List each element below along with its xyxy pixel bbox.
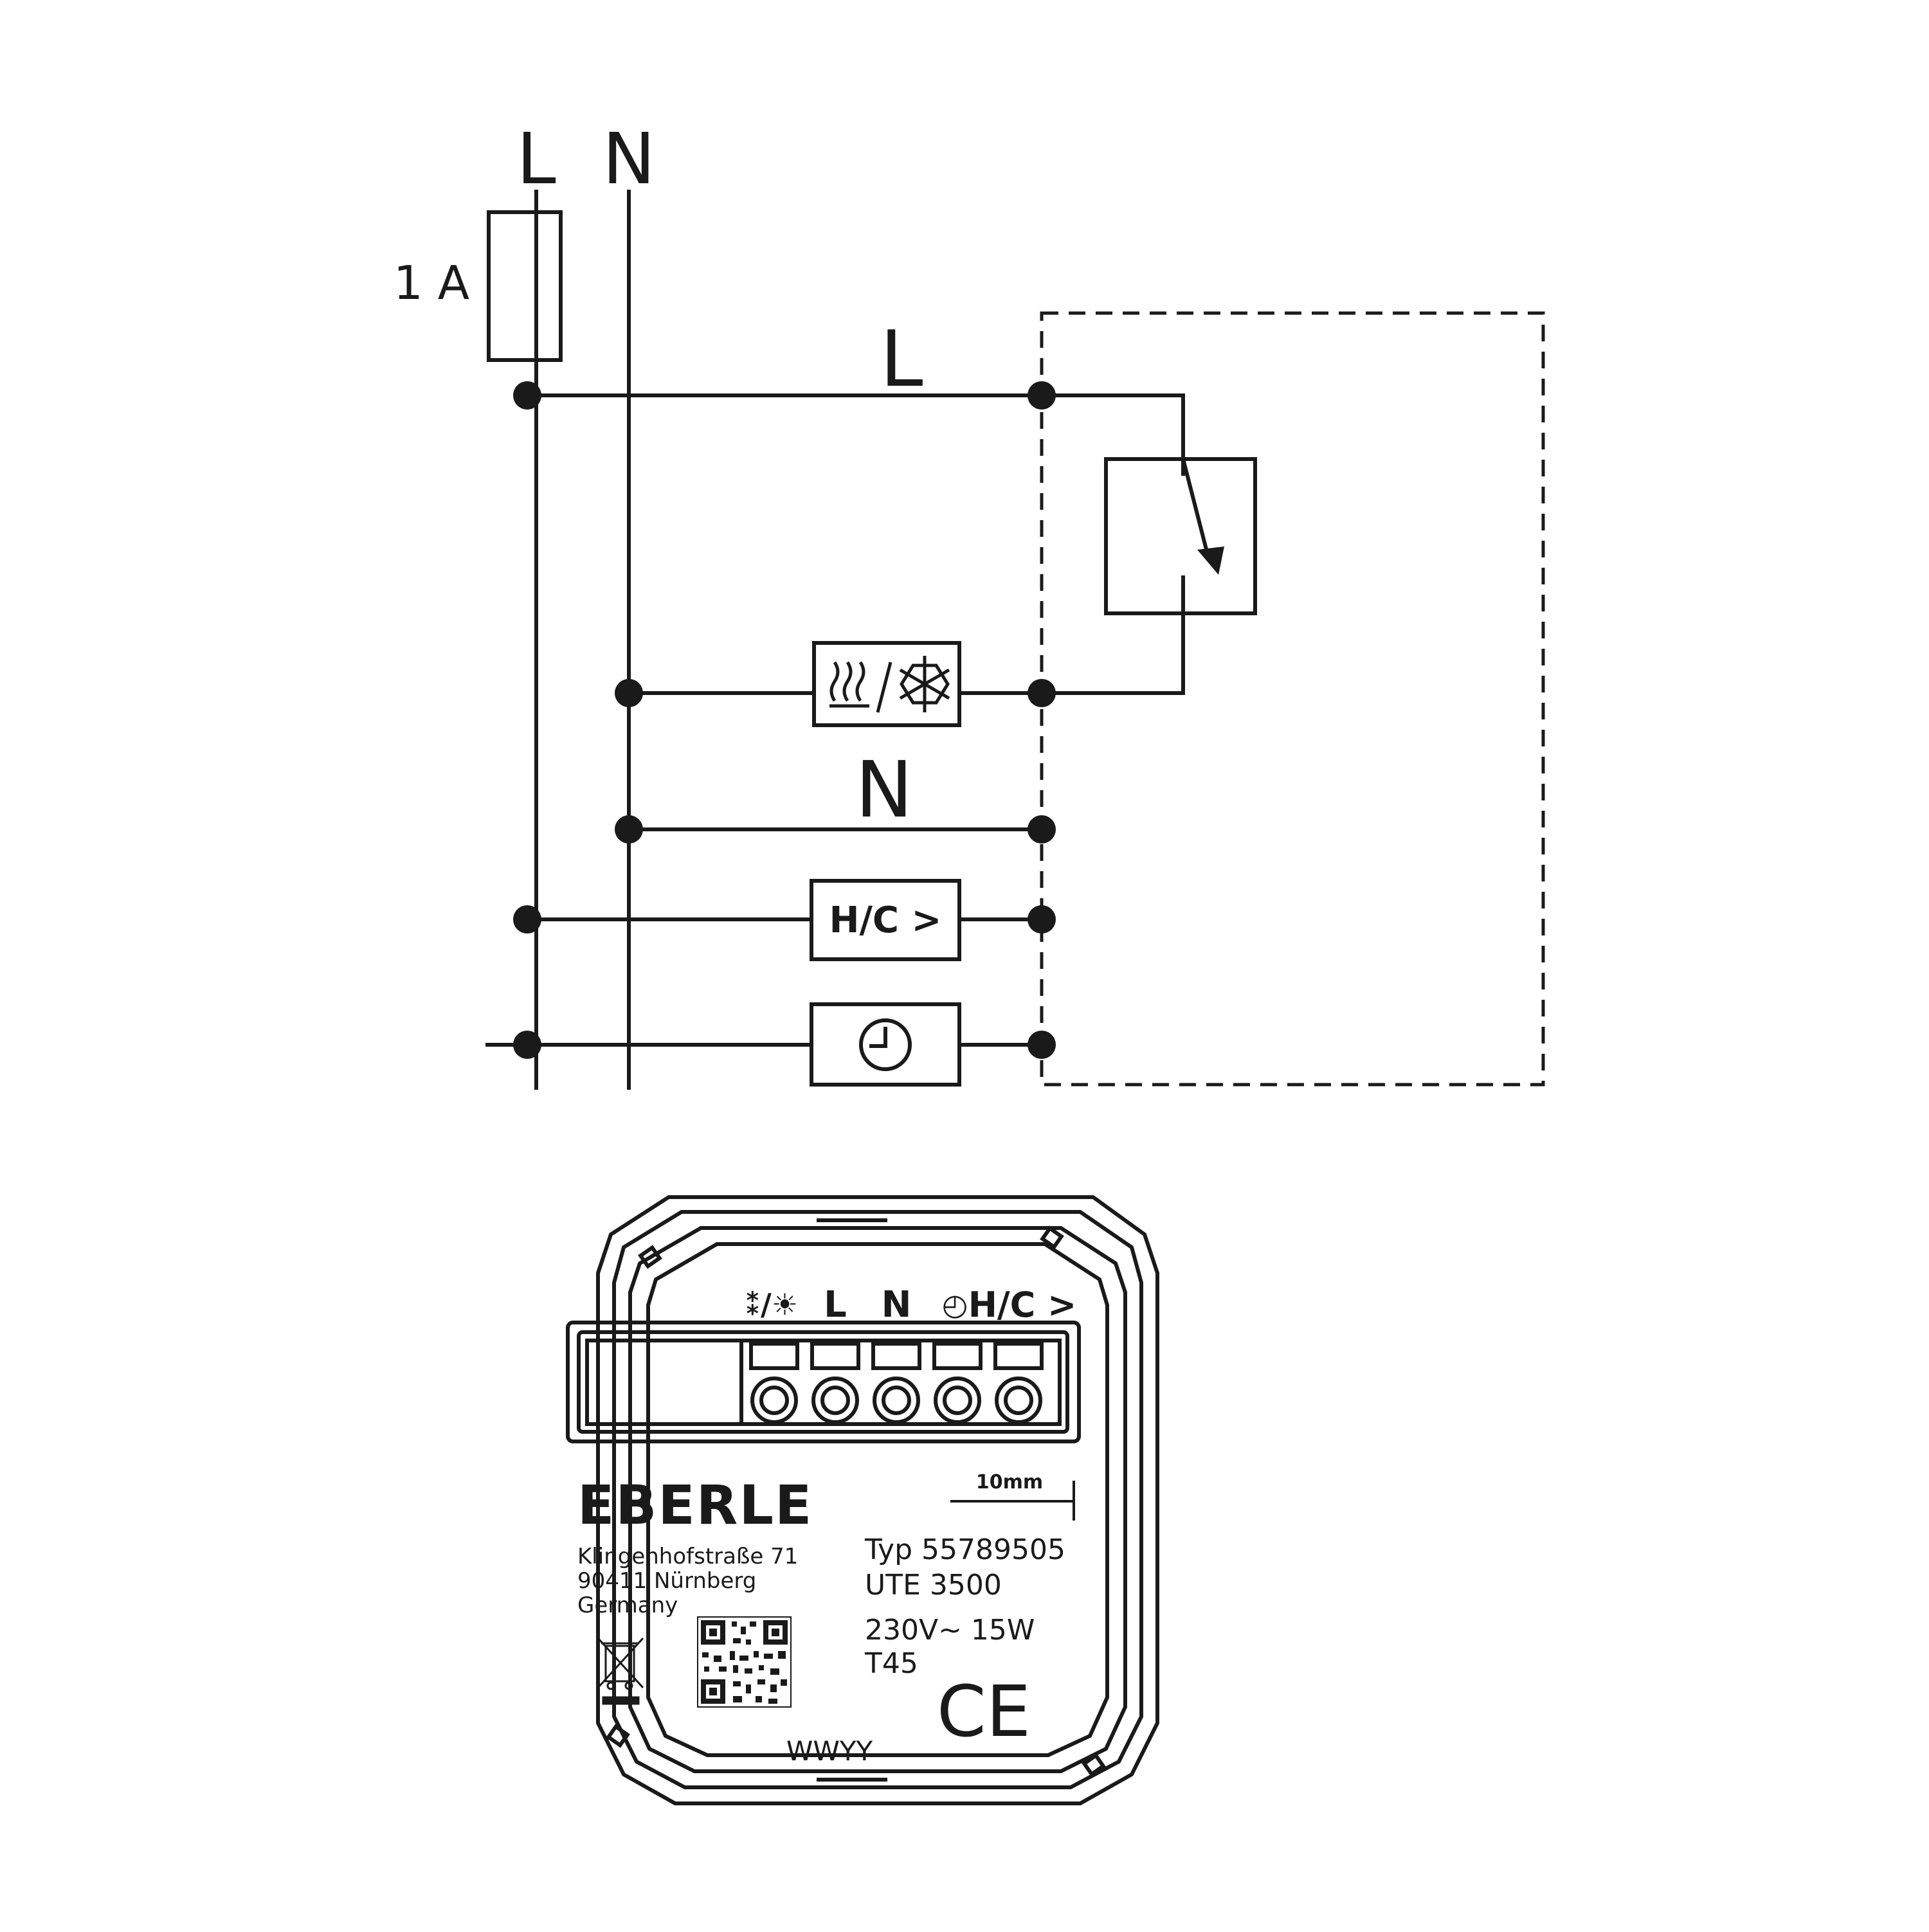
heat-cool-box	[812, 641, 961, 727]
power-rating: 230V~ 15W	[865, 1614, 1035, 1647]
bus-label-neutral: N	[855, 746, 913, 835]
terminal-clock	[932, 1342, 983, 1424]
terminal-labels: ⁑/☀ L N ◴ H/C >	[745, 1284, 1076, 1326]
switch-wire-bottom	[1181, 575, 1185, 695]
switch-contact	[1181, 458, 1211, 560]
address-city: 90411 Nürnberg	[577, 1568, 756, 1594]
junction-relay-right	[1028, 905, 1056, 934]
schematic: L N 1 A L N	[394, 118, 1545, 1090]
junction-hc-left	[615, 679, 643, 707]
terminal-label-line: L	[824, 1284, 847, 1326]
terminal-label-hc: H/C >	[968, 1285, 1077, 1325]
hc-box	[810, 879, 961, 961]
junction-n-left	[615, 815, 643, 844]
clock-box	[810, 1002, 961, 1087]
relay-switch-box	[1104, 457, 1257, 615]
terminal-label-neutral: N	[882, 1284, 912, 1326]
ce-mark-icon: CE	[937, 1670, 1031, 1753]
switch-arrow	[1197, 546, 1224, 575]
junctions	[513, 381, 1056, 1059]
brand-logo: EBERLE	[577, 1474, 813, 1537]
scale-label: 10mm	[976, 1471, 1043, 1494]
type-number: Typ 55789505	[864, 1533, 1065, 1566]
junction-n-right	[1028, 815, 1056, 844]
date-code: WWYY	[786, 1735, 873, 1767]
fuse-symbol	[487, 210, 563, 362]
scale-bar	[950, 1481, 1075, 1521]
junction-relay-left	[513, 905, 541, 934]
terminal-hc	[993, 1342, 1044, 1424]
clock-icon	[859, 1018, 912, 1071]
terminal-housing	[566, 1321, 1081, 1443]
terminal-label-heat-cool: ⁑/☀	[745, 1287, 798, 1322]
terminal-label-blank	[585, 1339, 743, 1426]
address-country: Germany	[577, 1593, 678, 1618]
terminal-heat-cool	[749, 1342, 799, 1424]
junction-clock-left	[513, 1031, 541, 1059]
supply-label-line: L	[516, 118, 556, 200]
device-outline	[566, 1195, 1159, 1805]
supply-label-neutral: N	[602, 118, 655, 200]
weee-bin-icon	[597, 1637, 644, 1705]
relay-box-label: H/C >	[829, 899, 942, 941]
temp-class: T45	[864, 1647, 918, 1680]
model-name: UTE 3500	[865, 1569, 1002, 1602]
terminal-line	[810, 1342, 860, 1424]
junction-l-top	[513, 381, 541, 410]
address-street: Klingenhofstraße 71	[577, 1544, 798, 1569]
terminal-neutral	[871, 1342, 921, 1424]
terminal-label-clock: ◴	[942, 1287, 968, 1322]
junction-hc-right	[1028, 679, 1056, 707]
heat-cool-icon	[829, 656, 950, 713]
junction-l-right	[1028, 381, 1056, 410]
thermostat-boundary	[1040, 311, 1545, 1087]
qr-code-icon	[697, 1616, 792, 1708]
bus-label-line: L	[880, 315, 923, 404]
junction-clock-right	[1028, 1031, 1056, 1059]
fuse-rating: 1 A	[394, 256, 469, 310]
terminal-screws	[749, 1342, 1044, 1424]
terminal-strip	[739, 1339, 1062, 1426]
switch-wire-top	[1042, 393, 1185, 459]
